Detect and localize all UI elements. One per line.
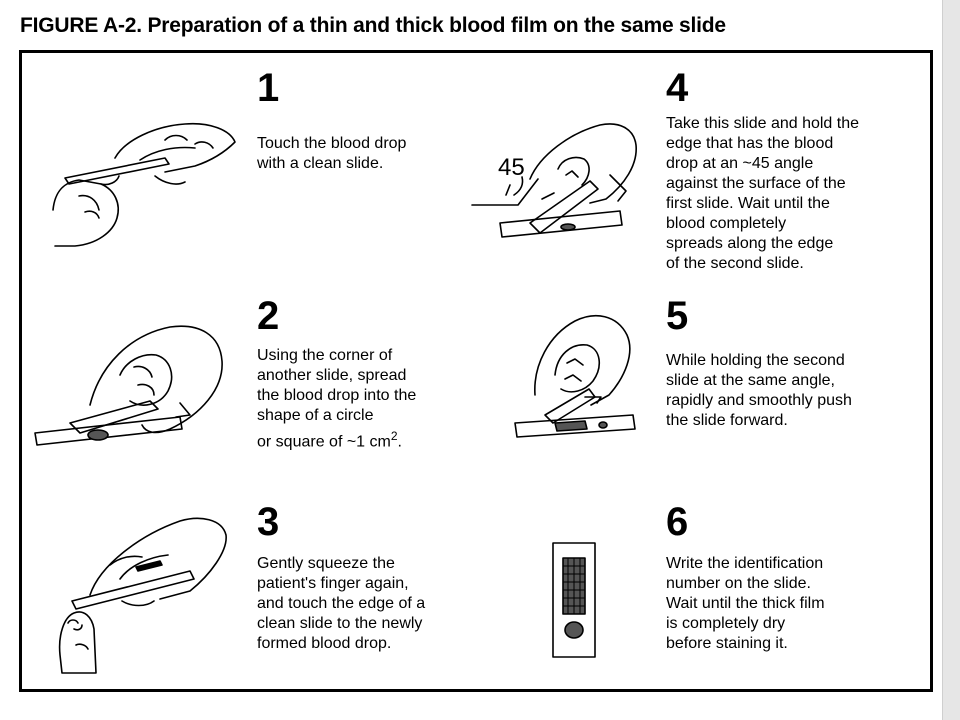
step-4-text: Take this slide and hold the edge that h… [666, 115, 860, 272]
step-4-number: 4 [666, 66, 689, 110]
step-2-illustration [34, 325, 223, 446]
step-5-text: While holding the second slide at the sa… [666, 352, 852, 429]
step-3-number: 3 [257, 500, 280, 544]
step-3-illustration [58, 517, 227, 674]
step-2-text: Using the corner of another slide, sprea… [257, 347, 417, 451]
step-5-number: 5 [666, 294, 689, 338]
angle-label: 45 [498, 154, 525, 181]
step-1-text: Touch the blood drop with a clean slide. [257, 135, 407, 172]
figure-title: FIGURE A-2. Preparation of a thin and th… [20, 14, 726, 37]
step-6-number: 6 [666, 500, 689, 544]
step-3-text: Gently squeeze the patient's finger agai… [257, 555, 426, 652]
scrollbar-track[interactable] [942, 0, 960, 720]
step-6-slide-illustration [552, 542, 596, 658]
step-6-text: Write the identification number on the s… [666, 555, 825, 652]
step-1-illustration [52, 122, 236, 247]
step-2-number: 2 [257, 294, 280, 338]
step-5-illustration [514, 314, 636, 438]
figure-frame [19, 50, 933, 692]
step-1-number: 1 [257, 66, 280, 110]
step-4-illustration [471, 123, 637, 238]
